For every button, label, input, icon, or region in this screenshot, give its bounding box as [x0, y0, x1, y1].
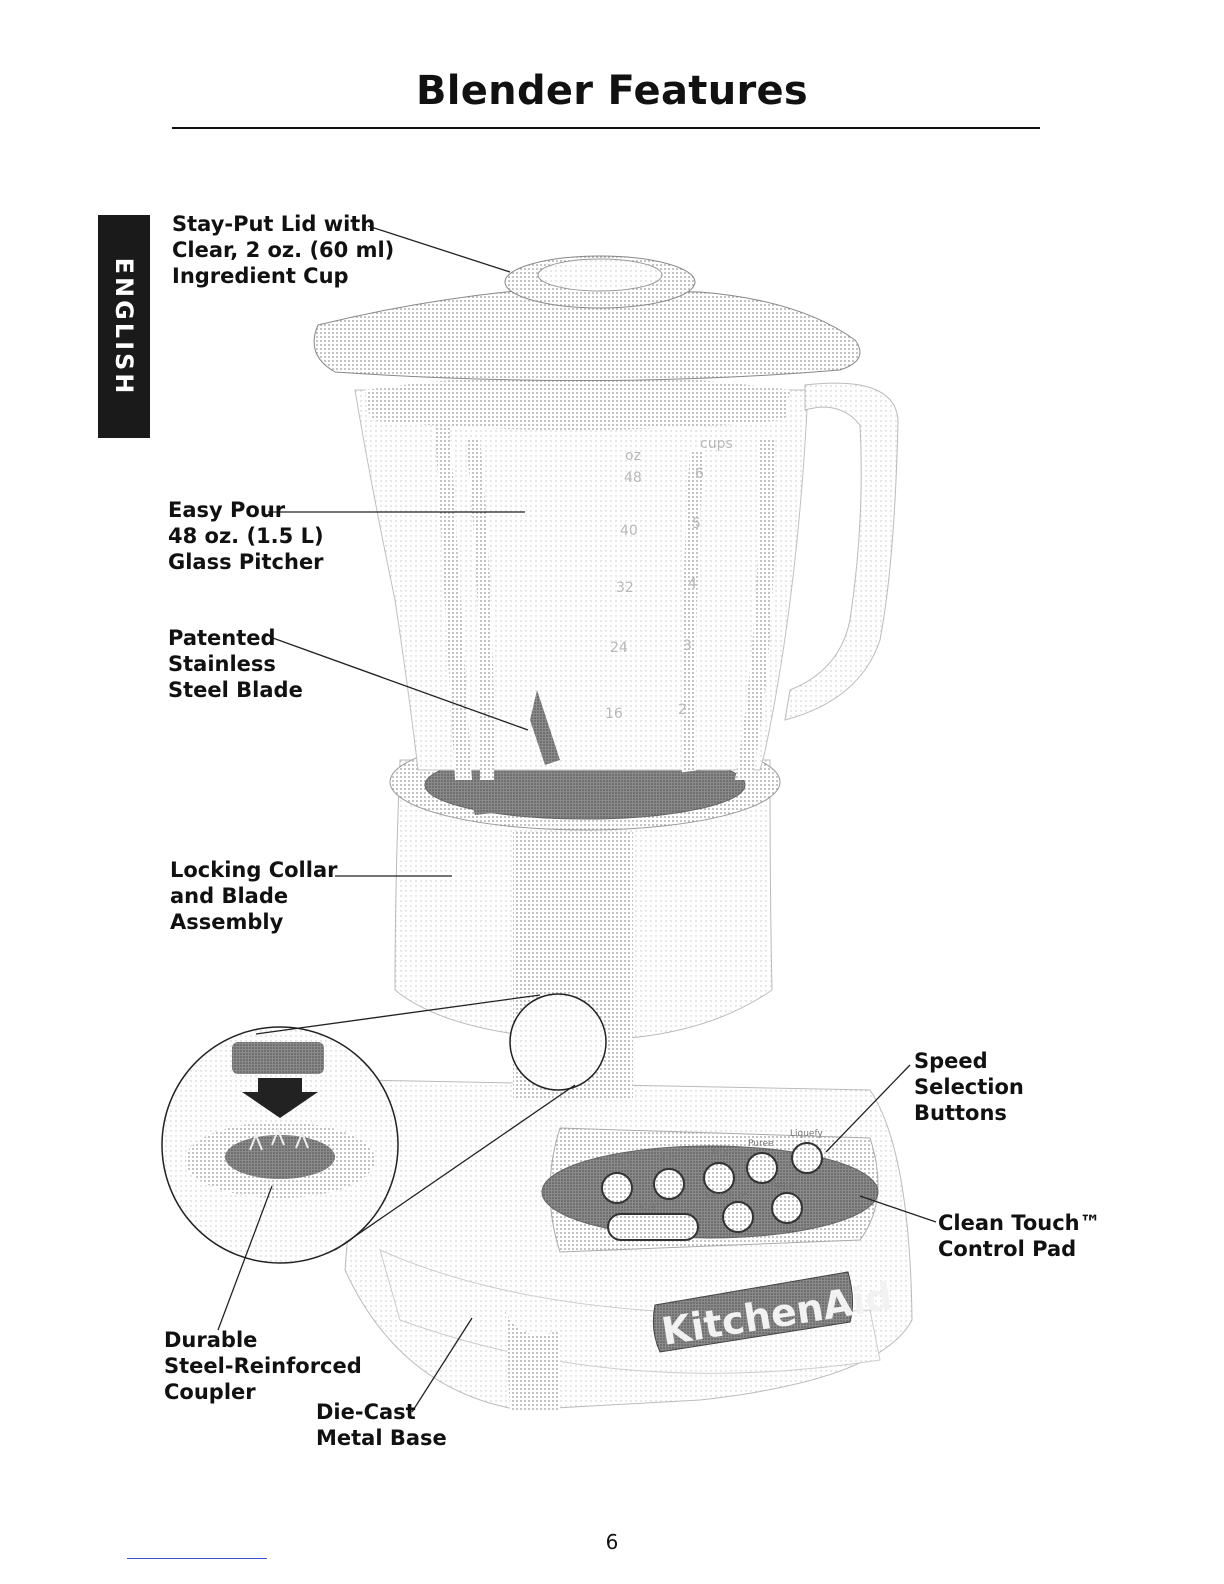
- pitcher-cups-mark: 5: [692, 516, 701, 532]
- pad-button-label: Crush Ice: [706, 1191, 749, 1201]
- pitcher-oz-mark: 40: [620, 523, 638, 539]
- callout-speed-line: Speed: [914, 1049, 988, 1073]
- callout-blade-line: Patented: [168, 626, 276, 650]
- page-number: 6: [605, 1530, 619, 1554]
- leader-lines: [217, 225, 937, 1413]
- pitcher-oz-mark: 24: [610, 640, 628, 656]
- pad-button-label: Stir: [660, 1154, 676, 1164]
- callout-pitcher-line: Easy Pour: [168, 498, 286, 522]
- callout-coupler-line: Steel-Reinforced: [164, 1354, 362, 1378]
- pitcher-cups-mark: 3: [683, 638, 692, 654]
- callout-speed: Speed Selection Buttons: [914, 1048, 1024, 1126]
- pad-button-label: Mix: [712, 1148, 728, 1158]
- control-pad: Chill Stir Mix Puree Liquefy Crush Ice P…: [541, 1127, 879, 1253]
- callout-pitcher-line: 48 oz. (1.5 L): [168, 524, 324, 548]
- callout-lid-line: Clear, 2 oz. (60 ml): [172, 238, 395, 262]
- glass-pitcher: oz cups 48 40 32 24 16 6 5 4 3 2: [354, 382, 899, 815]
- language-tab: ENGLISH: [98, 215, 150, 438]
- callout-blade: Patented Stainless Steel Blade: [168, 625, 303, 703]
- coupler-inset: [161, 993, 607, 1264]
- pitcher-cups-mark: 4: [688, 576, 697, 592]
- pad-button-label: Puree: [748, 1139, 774, 1149]
- callout-coupler: Durable Steel-Reinforced Coupler: [164, 1327, 362, 1405]
- callout-base: Die-Cast Metal Base: [316, 1399, 447, 1451]
- callout-pad-line: Control Pad: [938, 1237, 1077, 1261]
- pitcher-cups-header: cups: [700, 436, 733, 452]
- callout-pitcher-line: Glass Pitcher: [168, 550, 324, 574]
- pad-button-label: Chill: [612, 1159, 632, 1169]
- callout-pad-line: Clean Touch™: [938, 1211, 1101, 1235]
- callout-lid-line: Ingredient Cup: [172, 264, 349, 288]
- pitcher-cups-mark: 6: [695, 466, 704, 482]
- callout-pitcher: Easy Pour 48 oz. (1.5 L) Glass Pitcher: [168, 497, 324, 575]
- callout-coupler-line: Coupler: [164, 1380, 256, 1404]
- page-title: Blender Features: [415, 68, 809, 114]
- callout-collar-line: Assembly: [170, 910, 284, 934]
- pitcher-cups-mark: 2: [678, 702, 687, 718]
- callout-lid: Stay-Put Lid with Clear, 2 oz. (60 ml) I…: [172, 211, 394, 289]
- pitcher-oz-mark: 32: [616, 580, 634, 596]
- pitcher-oz-mark: 16: [605, 706, 623, 722]
- callout-collar: Locking Collar and Blade Assembly: [170, 857, 337, 935]
- pad-button-label: Liquefy: [790, 1129, 823, 1139]
- callout-collar-line: Locking Collar: [170, 858, 338, 882]
- footer-link-line: [127, 1558, 267, 1559]
- title-rule: [172, 127, 1040, 129]
- callout-lid-line: Stay-Put Lid with: [172, 212, 376, 236]
- callout-speed-line: Selection: [914, 1075, 1024, 1099]
- pitcher-oz-mark: 48: [624, 470, 642, 486]
- callout-coupler-line: Durable: [164, 1328, 258, 1352]
- pad-button-label: Pulse: [770, 1181, 794, 1191]
- callout-base-line: Die-Cast: [316, 1400, 416, 1424]
- callout-base-line: Metal Base: [316, 1426, 447, 1450]
- callout-pad: Clean Touch™ Control Pad: [938, 1210, 1101, 1262]
- stay-put-lid: [313, 255, 861, 430]
- callout-collar-line: and Blade: [170, 884, 289, 908]
- callout-speed-line: Buttons: [914, 1101, 1007, 1125]
- callout-blade-line: Steel Blade: [168, 678, 303, 702]
- pitcher-oz-header: oz: [625, 448, 641, 464]
- brand-badge: KitchenAid: [652, 1271, 895, 1354]
- callout-blade-line: Stainless: [168, 652, 276, 676]
- pad-button-label: OFF: [640, 1203, 657, 1213]
